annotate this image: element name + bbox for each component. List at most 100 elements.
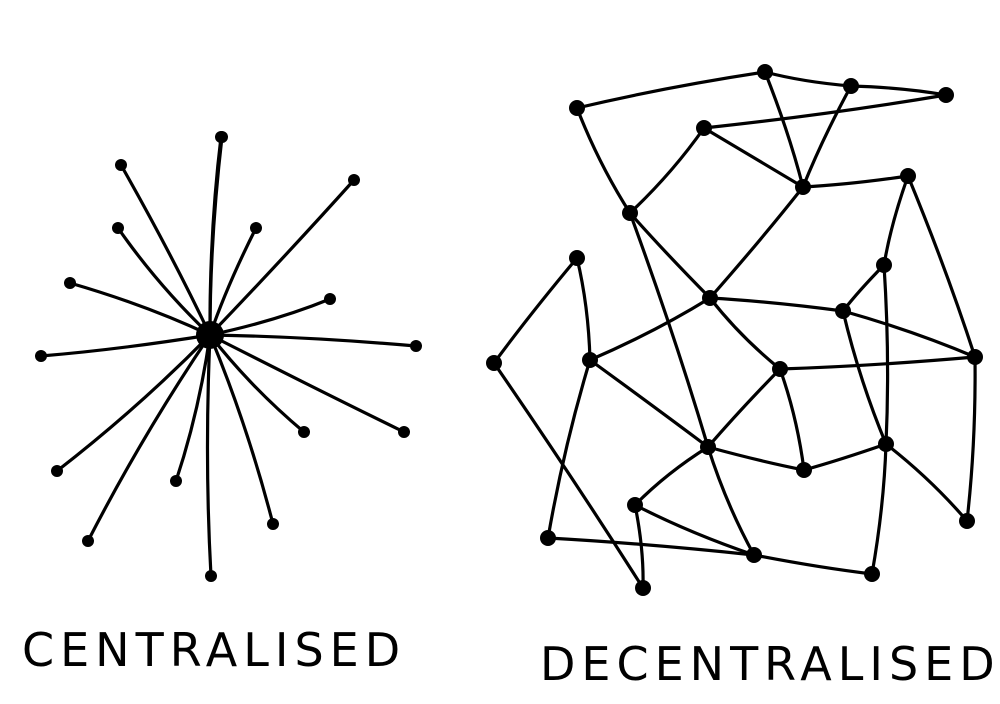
centralised-nodes <box>35 131 422 582</box>
mesh-link <box>778 367 806 472</box>
decentralised-links <box>492 70 977 590</box>
mesh-link <box>965 355 977 523</box>
spoke-line <box>208 333 418 348</box>
mesh-link <box>575 106 632 215</box>
spoke-line <box>86 333 212 543</box>
spoke-line <box>55 333 212 473</box>
mesh-node <box>843 78 859 94</box>
peripheral-node <box>298 426 310 438</box>
mesh-link <box>633 445 710 507</box>
peripheral-node <box>35 350 47 362</box>
mesh-node <box>696 120 712 136</box>
mesh-link <box>628 211 710 449</box>
peripheral-node <box>205 570 217 582</box>
mesh-link <box>708 296 782 371</box>
peripheral-node <box>348 174 360 186</box>
mesh-link <box>706 367 782 449</box>
mesh-node <box>938 87 954 103</box>
mesh-node <box>486 355 502 371</box>
peripheral-node <box>324 293 336 305</box>
mesh-node <box>835 303 851 319</box>
peripheral-node <box>115 159 127 171</box>
spoke-line <box>208 297 332 337</box>
spoke-line <box>39 333 212 358</box>
spoke-line <box>174 333 212 483</box>
spoke-line <box>208 178 356 337</box>
mesh-node <box>627 497 643 513</box>
mesh-link <box>752 553 874 576</box>
peripheral-node <box>398 426 410 438</box>
mesh-link <box>849 84 948 97</box>
mesh-node <box>622 205 638 221</box>
mesh-node <box>864 566 880 582</box>
decentralised-label: DECENTRALISED <box>540 637 1000 691</box>
mesh-link <box>884 442 969 523</box>
peripheral-node <box>64 277 76 289</box>
decentralised-nodes <box>486 64 983 596</box>
peripheral-node <box>267 518 279 530</box>
mesh-link <box>702 93 948 130</box>
mesh-link <box>588 296 712 362</box>
mesh-node <box>569 100 585 116</box>
mesh-node <box>772 361 788 377</box>
mesh-node <box>757 64 773 80</box>
mesh-node <box>878 436 894 452</box>
mesh-link <box>708 296 845 313</box>
mesh-link <box>841 309 977 359</box>
spoke-line <box>208 226 258 337</box>
peripheral-node <box>170 475 182 487</box>
peripheral-node <box>51 465 63 477</box>
mesh-link <box>492 361 645 590</box>
mesh-link <box>628 211 712 300</box>
peripheral-node <box>250 222 262 234</box>
mesh-link <box>801 174 910 189</box>
mesh-node <box>795 179 811 195</box>
spoke-line <box>208 333 306 434</box>
mesh-node <box>967 349 983 365</box>
mesh-node <box>635 580 651 596</box>
central-hub-node <box>196 321 224 349</box>
mesh-link <box>708 185 805 300</box>
mesh-link <box>588 358 710 449</box>
mesh-link <box>575 70 767 110</box>
spoke-line <box>205 333 213 578</box>
peripheral-node <box>216 131 228 143</box>
mesh-node <box>700 439 716 455</box>
spoke-line <box>208 135 224 337</box>
centralised-spokes <box>39 135 418 578</box>
mesh-link <box>706 445 806 472</box>
mesh-link <box>763 70 853 88</box>
mesh-link <box>546 536 756 557</box>
peripheral-node <box>82 535 94 547</box>
mesh-link <box>575 256 592 362</box>
mesh-link <box>546 358 592 540</box>
mesh-link <box>906 174 977 359</box>
spoke-line <box>116 226 212 337</box>
spoke-line <box>208 333 406 434</box>
mesh-link <box>802 442 888 472</box>
spoke-line <box>208 333 275 526</box>
mesh-link <box>702 126 805 189</box>
mesh-node <box>900 168 916 184</box>
mesh-link <box>763 70 805 189</box>
mesh-node <box>569 250 585 266</box>
peripheral-node <box>112 222 124 234</box>
mesh-link <box>870 442 888 576</box>
mesh-link <box>882 174 910 267</box>
mesh-link <box>841 263 886 313</box>
mesh-link <box>882 263 890 446</box>
mesh-link <box>841 309 888 446</box>
mesh-node <box>876 257 892 273</box>
mesh-node <box>959 513 975 529</box>
peripheral-node <box>410 340 422 352</box>
centralised-label: CENTRALISED <box>22 623 406 677</box>
mesh-node <box>796 462 812 478</box>
mesh-link <box>633 503 756 557</box>
mesh-link <box>628 126 706 215</box>
mesh-link <box>801 84 853 189</box>
mesh-node <box>702 290 718 306</box>
mesh-node <box>746 547 762 563</box>
spoke-line <box>119 163 212 337</box>
mesh-link <box>706 445 756 557</box>
